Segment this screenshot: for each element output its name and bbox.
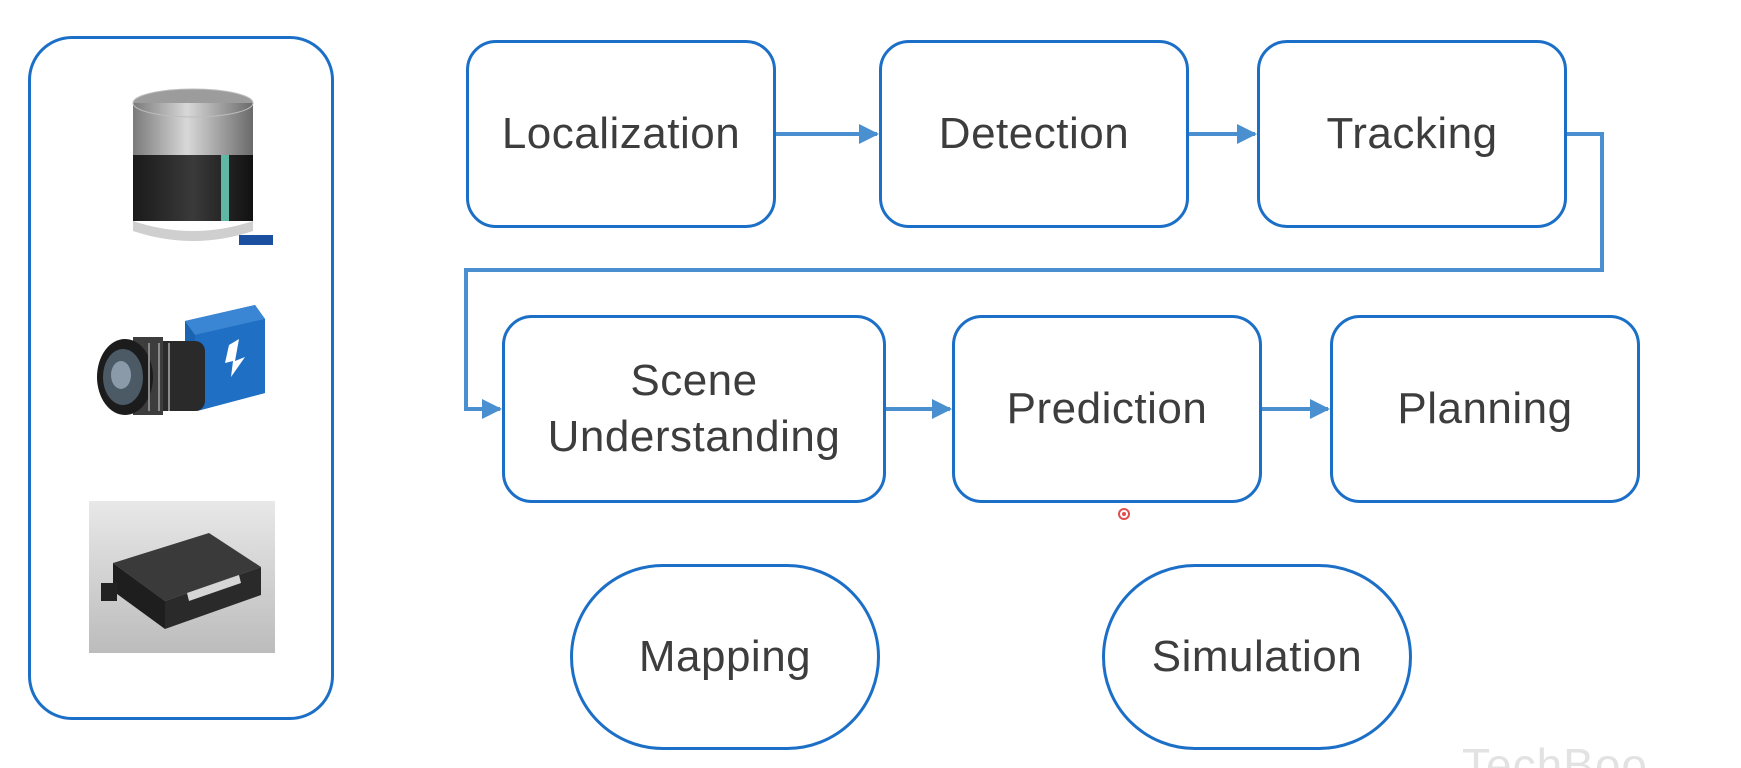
sensor-panel — [28, 36, 334, 720]
node-prediction: Prediction — [952, 315, 1262, 503]
node-simulation-label: Simulation — [1151, 632, 1363, 681]
node-localization: Localization — [466, 40, 776, 228]
camera-sensor-image — [89, 297, 279, 457]
node-scene-understanding-label: Scene Understanding — [547, 356, 841, 461]
node-mapping-label: Mapping — [638, 632, 812, 681]
arrow-tracking-to-scene-understanding — [464, 132, 1604, 419]
imu-sensor-image — [89, 501, 275, 653]
node-tracking: Tracking — [1257, 40, 1567, 228]
node-detection: Detection — [879, 40, 1189, 228]
node-simulation: Simulation — [1102, 564, 1412, 750]
node-planning-label: Planning — [1397, 384, 1573, 433]
node-tracking-label: Tracking — [1326, 109, 1498, 158]
node-scene-understanding: Scene Understanding — [502, 315, 886, 503]
node-mapping: Mapping — [570, 564, 880, 750]
watermark: TechBoo — [1462, 739, 1649, 768]
node-localization-label: Localization — [501, 109, 741, 158]
node-prediction-label: Prediction — [1006, 384, 1208, 433]
node-planning: Planning — [1330, 315, 1640, 503]
lidar-sensor-image — [111, 85, 281, 265]
laser-pointer-dot — [1118, 508, 1130, 520]
node-detection-label: Detection — [938, 109, 1130, 158]
